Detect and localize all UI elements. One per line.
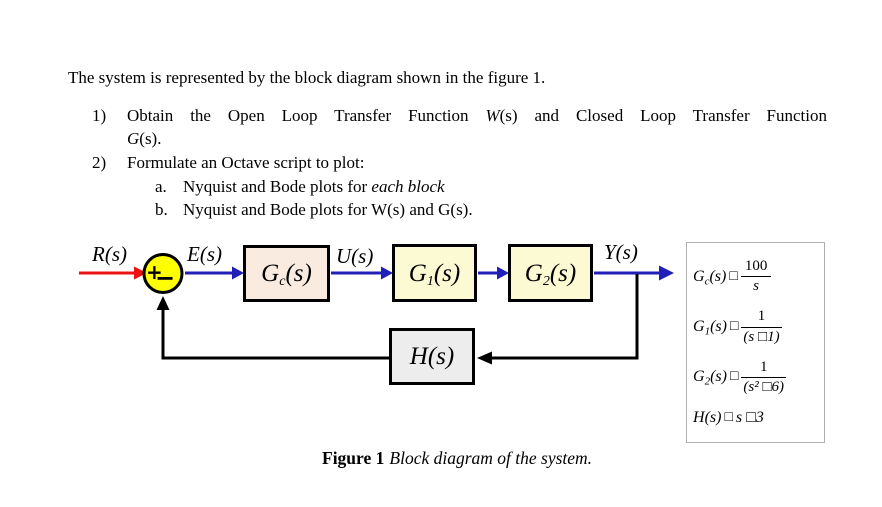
task-item-2: 2) Formulate an Octave script to plot: bbox=[92, 151, 827, 174]
equation-g2: G2(s) □ 1(s² □6) bbox=[693, 358, 787, 395]
h-block-label: H(s) bbox=[409, 343, 455, 370]
task-subitem-b: b. Nyquist and Bode plots for W(s) and G… bbox=[155, 198, 473, 221]
gc-block-label: Gc(s) bbox=[261, 260, 312, 289]
subitem-a-text: Nyquist and Bode plots for each block bbox=[183, 177, 445, 196]
equation-h: H(s) □ s □3 bbox=[693, 409, 764, 427]
signal-label-y: Y(s) bbox=[604, 240, 638, 264]
missing-glyph-box: □ bbox=[729, 268, 738, 284]
task-1-line-1: Obtain the Open Loop Transfer Function W… bbox=[127, 106, 827, 125]
g2-block: G2(s) bbox=[508, 244, 593, 302]
task-1-text: Obtain the Open Loop Transfer Function W… bbox=[127, 104, 827, 150]
missing-glyph-box: □ bbox=[729, 319, 739, 335]
var-g: G bbox=[127, 129, 140, 148]
return-arrowhead-icon bbox=[156, 296, 170, 310]
sum-plus-sign: + bbox=[146, 260, 163, 284]
signal-label-u: U(s) bbox=[336, 244, 374, 268]
task-2-marker: 2) bbox=[92, 153, 107, 172]
var-w: W bbox=[485, 106, 500, 125]
subitem-b-marker: b. bbox=[155, 200, 168, 219]
emphasis-each-block: each block bbox=[371, 177, 445, 196]
signal-label-r: R(s) bbox=[92, 242, 127, 266]
feedback-arrowhead-icon bbox=[477, 351, 492, 365]
subitem-b-text: Nyquist and Bode plots for W(s) and G(s)… bbox=[183, 200, 473, 219]
task-1-line-2: G(s). bbox=[127, 129, 162, 148]
h-block: H(s) bbox=[389, 328, 475, 385]
sum-minus-sign: − bbox=[155, 264, 176, 292]
subitem-a-marker: a. bbox=[155, 177, 167, 196]
figure-caption-text: Block diagram of the system. bbox=[389, 448, 593, 468]
g1-block-label: G1(s) bbox=[408, 259, 461, 289]
fraction-g2: 1(s² □6) bbox=[741, 358, 787, 395]
equation-g1: G1(s) □ 1(s □1) bbox=[693, 308, 782, 345]
output-arrowhead-icon bbox=[659, 265, 674, 281]
figure-caption-label: Figure 1 bbox=[322, 448, 385, 468]
g1-block: G1(s) bbox=[392, 244, 477, 302]
gc-block: Gc(s) bbox=[243, 245, 330, 302]
missing-glyph-box: □ bbox=[729, 369, 739, 385]
task-item-1: 1) Obtain the Open Loop Transfer Functio… bbox=[92, 104, 827, 150]
signal-label-e: E(s) bbox=[187, 242, 222, 266]
task-1-marker: 1) bbox=[92, 106, 107, 125]
intro-paragraph: The system is represented by the block d… bbox=[68, 68, 546, 87]
feedback-return-line bbox=[161, 310, 389, 360]
missing-glyph-box: □ bbox=[724, 410, 733, 426]
fraction-g1: 1(s □1) bbox=[741, 308, 782, 345]
g2-block-label: G2(s) bbox=[524, 259, 577, 289]
task-subitem-a: a. Nyquist and Bode plots for each block bbox=[155, 175, 445, 198]
task-2-text: Formulate an Octave script to plot: bbox=[127, 153, 365, 172]
